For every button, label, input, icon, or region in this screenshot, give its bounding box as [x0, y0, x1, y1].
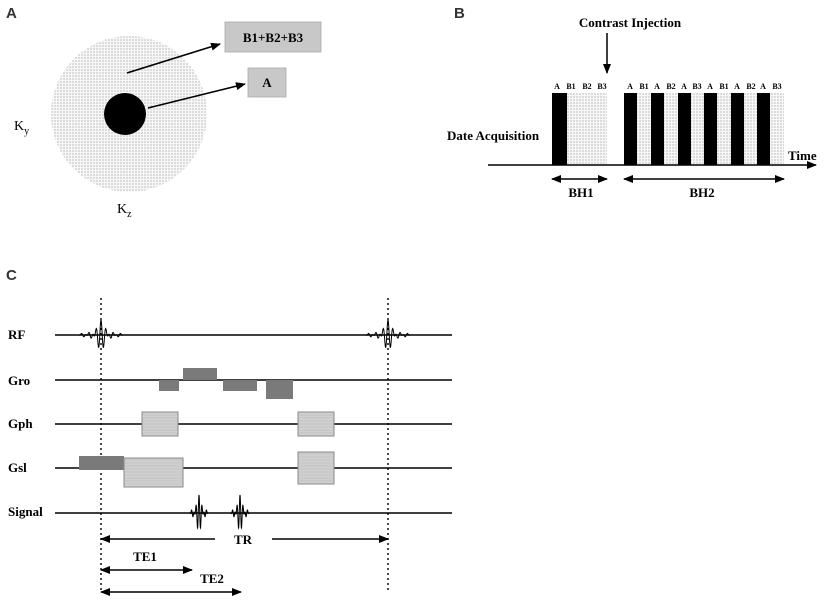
bh2-seg-label: B1 [719, 82, 728, 91]
inner-region-box [247, 67, 287, 98]
bh1-block-a [552, 93, 567, 165]
bh1-seg-label: B2 [582, 82, 591, 91]
bh2-seg-label: B1 [639, 82, 648, 91]
arrow-to-outer-box [126, 42, 221, 74]
gro-gradient-lobe [266, 380, 293, 399]
outer-region-label: B1+B2+B3 [243, 30, 304, 45]
bh2-seg-label: B3 [772, 82, 781, 91]
ky-axis-label: Ky [14, 119, 29, 137]
rf-pulse [365, 318, 411, 348]
gsl-slice-select-lobe [79, 456, 124, 470]
bh2-seg-label: A [760, 82, 766, 91]
bh1-blocks: A B1 B2 B3 [552, 82, 607, 165]
bh2-seg-label: B3 [692, 82, 701, 91]
echo-signal [189, 494, 209, 530]
outer-region-box [224, 21, 322, 53]
arrow-to-inner-box [147, 82, 246, 109]
bh1-seg-label: B1 [566, 82, 575, 91]
bh1-label: BH1 [568, 185, 593, 200]
bh2-seg-label: B2 [746, 82, 755, 91]
bh1-block-b [567, 93, 607, 165]
panel-label-a: A [6, 5, 17, 22]
contrast-injection-label: Contrast Injection [579, 15, 682, 30]
bh1-seg-label: A [554, 82, 560, 91]
kz-axis-label: Kz [117, 202, 132, 220]
bh2-block-a [704, 93, 717, 165]
tr-label: TR [234, 532, 253, 547]
gsl-gradient-lobe [297, 451, 335, 485]
row-label-signal: Signal [8, 504, 43, 519]
row-label-gro: Gro [8, 373, 30, 388]
inner-region-label: A [262, 75, 272, 90]
gro-gradient-lobe [159, 380, 179, 391]
bh2-seg-label: A [707, 82, 713, 91]
row-label-rf: RF [8, 327, 25, 342]
panel-a: A B1+B2+B3 A Ky Kz [6, 5, 322, 220]
kspace-center-region [104, 93, 146, 135]
bh2-blocks: A B1 A B2 A B3 A B1 A B2 A B3 [624, 82, 784, 165]
bh2-label: BH2 [689, 185, 714, 200]
bh2-block-a [678, 93, 691, 165]
bh2-block-a [624, 93, 637, 165]
panel-b: B Contrast Injection Date Acquisition A … [447, 5, 817, 200]
bh2-block-a [757, 93, 770, 165]
gsl-gradient-lobe [123, 457, 184, 488]
panel-c: C RF Gro Gph Gsl Signal [6, 267, 452, 596]
row-label-gsl: Gsl [8, 460, 27, 475]
te1-label: TE1 [133, 549, 157, 564]
panel-label-c: C [6, 267, 17, 284]
bh2-seg-label: A [627, 82, 633, 91]
time-axis-label: Time [788, 148, 817, 163]
row-label-gph: Gph [8, 416, 33, 431]
bh2-block-a [731, 93, 744, 165]
bh2-seg-label: A [654, 82, 660, 91]
echo-signal [230, 494, 250, 530]
panel-label-b: B [454, 5, 465, 22]
bh2-seg-label: B2 [666, 82, 675, 91]
data-acquisition-label: Date Acquisition [447, 128, 540, 143]
gph-gradient-lobe [141, 411, 179, 437]
bh2-seg-label: A [734, 82, 740, 91]
bh1-seg-label: B3 [597, 82, 606, 91]
te2-label: TE2 [200, 571, 224, 586]
bh2-block-a [651, 93, 664, 165]
gro-gradient-lobe [223, 380, 257, 391]
rf-pulse [78, 318, 124, 348]
gro-gradient-lobe [183, 368, 217, 380]
gph-gradient-lobe [297, 411, 335, 437]
bh2-seg-label: A [681, 82, 687, 91]
